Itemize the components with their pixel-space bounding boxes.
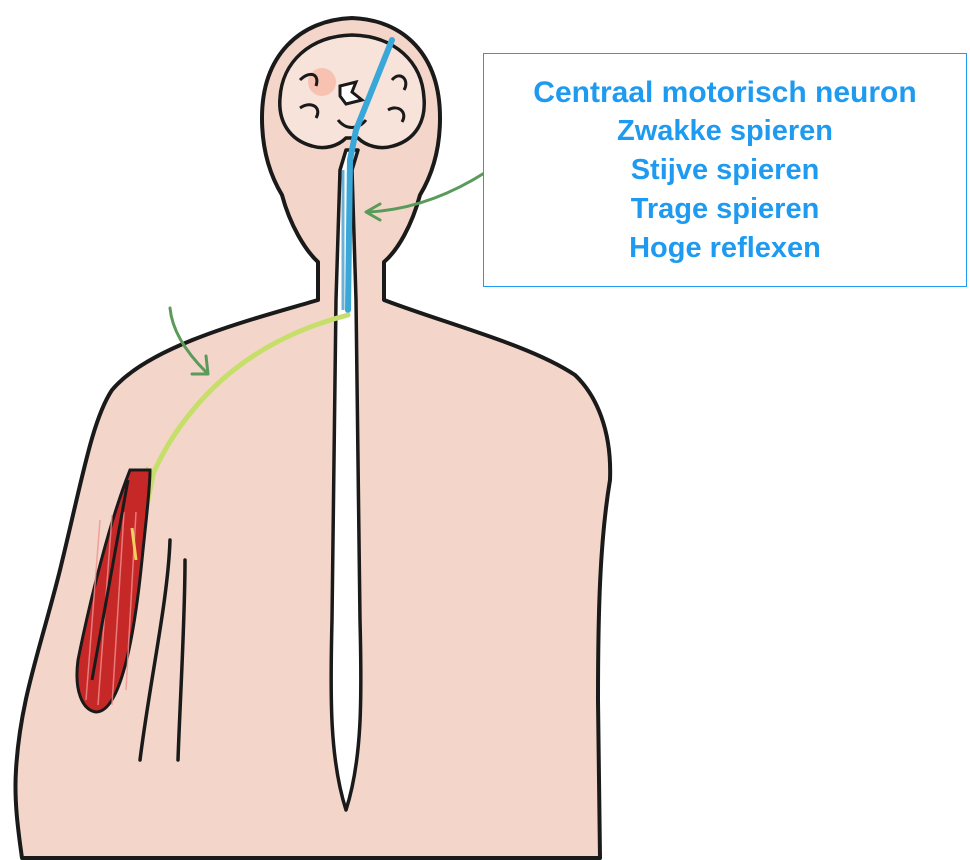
label-item: Trage spieren [631, 190, 820, 229]
label-box: Centraal motorisch neuron Zwakke spieren… [483, 53, 967, 287]
label-item: Stijve spieren [631, 151, 820, 190]
label-title: Centraal motorisch neuron [533, 73, 916, 112]
brain [280, 35, 424, 148]
label-item: Hoge reflexen [629, 229, 821, 268]
label-item: Zwakke spieren [617, 112, 833, 151]
